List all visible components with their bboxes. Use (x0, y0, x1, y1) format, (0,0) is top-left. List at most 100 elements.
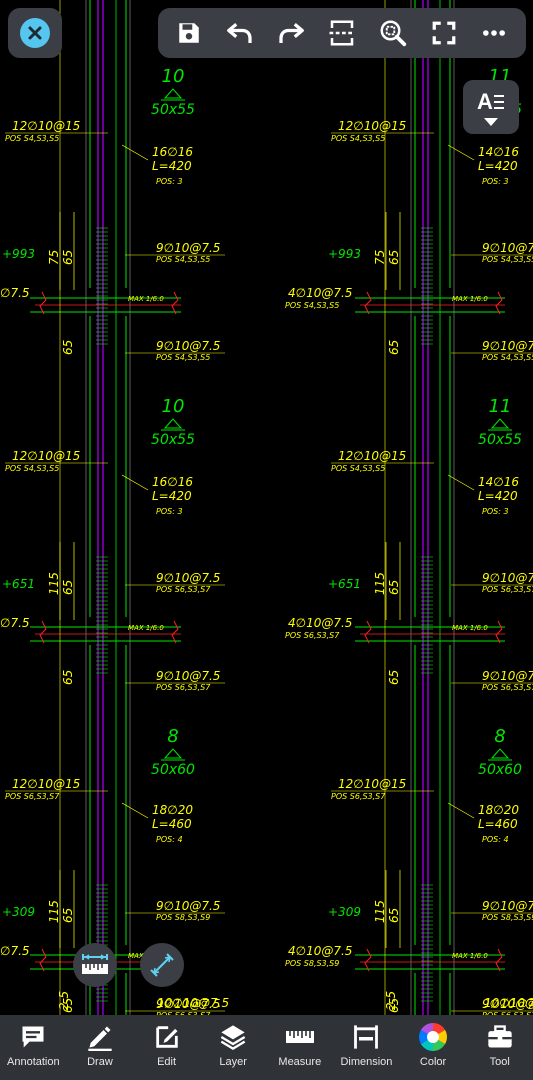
position-note: POS S4,S3,S5 (156, 353, 210, 362)
position-note: POS S6,S3,S7 (156, 1011, 211, 1015)
level-text: +651 (328, 577, 361, 591)
nav-layer[interactable]: Layer (200, 1015, 267, 1080)
stirrup-spec: 12∅10@15 (338, 449, 406, 463)
dimension-icon (354, 1025, 379, 1049)
stirrup-spec: 9∅10@7.5 (482, 241, 533, 255)
dimension-text: 65 (387, 250, 401, 265)
dimension-text: 65 (61, 340, 75, 355)
nav-color[interactable]: Color (400, 1015, 467, 1080)
dimension-text: 65 (387, 670, 401, 685)
nav-dimension[interactable]: Dimension (333, 1015, 400, 1080)
leader-line (447, 802, 475, 819)
position-note: POS S6,S3,S7 (482, 585, 533, 594)
bar-spec: 14∅16 (478, 475, 519, 489)
position-note: POS S4,S3,S5 (482, 353, 533, 362)
break-symbol (39, 620, 47, 644)
position-note: POS S6,S3,S7 (156, 683, 211, 692)
bar-length: L=420 (152, 489, 192, 503)
bar-length: L=460 (152, 817, 192, 831)
position-note: POS S6,S3,S7 (5, 792, 60, 801)
nav-dimension-label: Dimension (340, 1056, 393, 1068)
stirrup-spec: ∅7.5 (0, 616, 30, 630)
stirrup-spec: 9∅10@7.5 (156, 241, 220, 255)
dimension-text: 2.5 (384, 991, 398, 1010)
nav-edit-label: Edit (157, 1056, 177, 1068)
undo-button[interactable] (220, 13, 260, 53)
nav-annotation-label: Annotation (7, 1056, 60, 1068)
dimension-text: 2.5 (57, 991, 71, 1010)
redo-button[interactable] (271, 13, 311, 53)
nav-measure[interactable]: Measure (267, 1015, 334, 1080)
section-view-button[interactable] (322, 13, 362, 53)
break-symbol (495, 948, 503, 972)
dimension-text: 75 (373, 250, 387, 265)
level-text: +651 (2, 577, 35, 591)
section-view-icon (329, 20, 355, 46)
bar-position: POS: 4 (156, 835, 183, 844)
bar-position: POS: 3 (482, 507, 509, 516)
aligned-measure-button[interactable] (140, 943, 184, 987)
more-icon (483, 30, 506, 36)
stirrup-spec: 9∅10@7.5 (482, 997, 533, 1011)
dimension-text: 115 (373, 900, 387, 923)
bar-length: L=420 (478, 159, 518, 173)
ruler-measure-icon (82, 954, 108, 974)
stirrup-spec: 4∅10@7.5 (288, 286, 352, 300)
position-note: POS S4,S3,S5 (5, 134, 59, 143)
section-number: 10 (162, 66, 185, 87)
bar-position: POS: 3 (482, 177, 509, 186)
text-style-label: A (477, 88, 493, 114)
stirrup-spec: 12∅10@15 (12, 449, 80, 463)
section-number: 8 (494, 726, 505, 747)
position-note: POS S4,S3,S5 (285, 301, 339, 310)
stirrup-spec: 12∅10@15 (338, 119, 406, 133)
zoom-extents-button[interactable] (373, 13, 413, 53)
max-spacing-note: MAX 1/6.0 (452, 952, 488, 960)
nav-tool-label: Tool (489, 1056, 510, 1068)
text-lines-icon (493, 94, 504, 109)
section-triangle (163, 88, 183, 99)
draw-icon (88, 1026, 112, 1051)
position-note: POS S6,S3,S7 (482, 1011, 533, 1015)
nav-color-label: Color (419, 1056, 447, 1068)
dimension-text: 65 (387, 908, 401, 923)
dimension-text: 65 (61, 580, 75, 595)
nav-draw[interactable]: Draw (67, 1015, 134, 1080)
stirrup-spec: 9∅10@7.5 (482, 571, 533, 585)
section-number: 8 (167, 726, 178, 747)
leader-line (447, 144, 475, 161)
bar-length: L=420 (152, 159, 192, 173)
fullscreen-button[interactable] (424, 13, 464, 53)
position-note: POS S6,S3,S7 (156, 585, 211, 594)
layer-icon (220, 1025, 246, 1051)
close-button[interactable] (8, 8, 62, 58)
break-symbol (495, 291, 503, 315)
bottom-navigation: Annotation Draw Edit Layer Measure Dimen… (0, 1015, 533, 1080)
level-text: +993 (2, 247, 35, 261)
top-toolbar (158, 8, 526, 58)
stirrup-spec: 9∅10@7.5 (482, 899, 533, 913)
text-style-button[interactable]: A (463, 80, 519, 134)
more-button[interactable] (474, 13, 514, 53)
section-triangle (490, 418, 510, 429)
nav-draw-label: Draw (87, 1056, 113, 1068)
dimension-text: 65 (61, 908, 75, 923)
chevron-down-icon (484, 117, 498, 126)
stirrup-spec: 4∅10@7.5 (288, 616, 352, 630)
bar-position: POS: 4 (482, 835, 509, 844)
dimension-text: 75 (47, 250, 61, 265)
section-triangle (163, 418, 183, 429)
diagonal-measure-icon (150, 953, 174, 977)
nav-annotation[interactable]: Annotation (0, 1015, 67, 1080)
bar-spec: 18∅20 (152, 803, 193, 817)
break-symbol (364, 948, 372, 972)
break-symbol (39, 291, 47, 315)
nav-edit[interactable]: Edit (133, 1015, 200, 1080)
quick-measure-button[interactable] (73, 943, 117, 987)
save-button[interactable] (169, 13, 209, 53)
section-size: 50x55 (151, 432, 195, 448)
max-spacing-note: MAX 1/6.0 (452, 295, 488, 303)
nav-tool[interactable]: Tool (466, 1015, 533, 1080)
leader-line (447, 474, 475, 491)
